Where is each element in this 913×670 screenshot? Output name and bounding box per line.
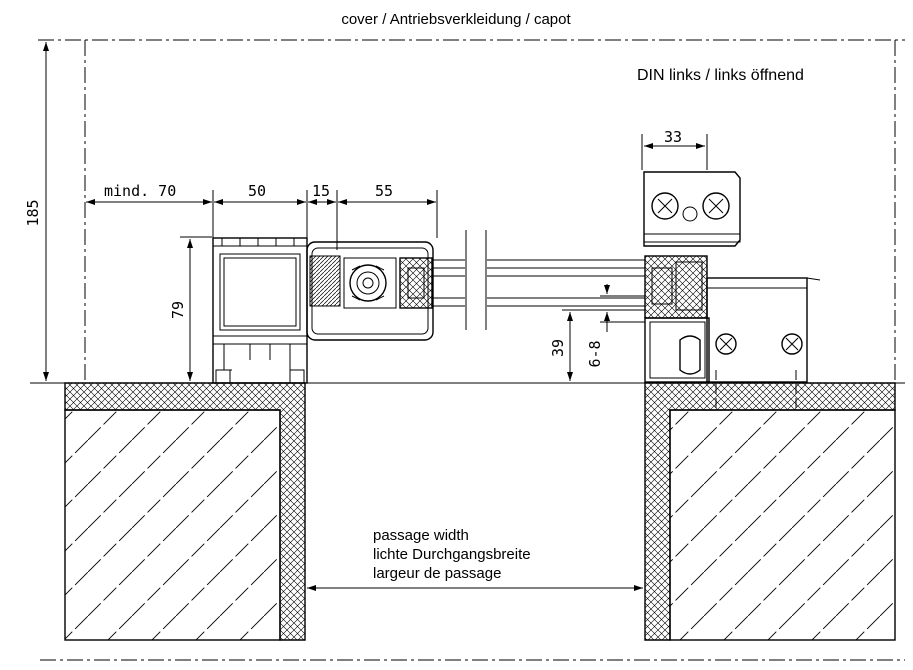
- passage-label-fr: largeur de passage: [373, 565, 501, 582]
- dimension-floor-clearance: [562, 284, 645, 381]
- right-bracket: [643, 171, 741, 247]
- dimension-profile-width: 50: [248, 182, 266, 200]
- cover-outline: [38, 39, 905, 383]
- din-label: DIN links / links öffnend: [637, 67, 804, 84]
- sash-profile: [306, 241, 434, 341]
- dimension-gap: 15: [312, 182, 330, 200]
- dimension-sash: 55: [375, 182, 393, 200]
- dimension-profile-height: [180, 236, 212, 381]
- left-wall: [64, 382, 306, 641]
- top-dimension-line: [86, 190, 438, 250]
- dimension-floor-clearance-label: 39: [549, 339, 567, 357]
- dimension-profile-height-label: 79: [169, 301, 187, 319]
- dimension-seal-gap-label: 6-8: [586, 340, 604, 367]
- dimension-min-wall: mind. 70: [104, 182, 176, 200]
- passage-label-en: passage width: [373, 527, 469, 544]
- right-wall: [644, 382, 896, 641]
- dimension-bracket-width: [641, 134, 708, 170]
- passage-label-de: lichte Durchgangsbreite: [373, 546, 531, 563]
- left-frame-profile: [212, 237, 308, 384]
- dimension-overall-height-label: 185: [24, 199, 42, 226]
- dimension-overall-height: [38, 42, 70, 384]
- glass-panel: [432, 230, 645, 330]
- cover-label: cover / Antriebsverkleidung / capot: [341, 11, 571, 28]
- dimension-bracket-width-label: 33: [664, 128, 682, 146]
- right-guide-profile: [644, 255, 821, 410]
